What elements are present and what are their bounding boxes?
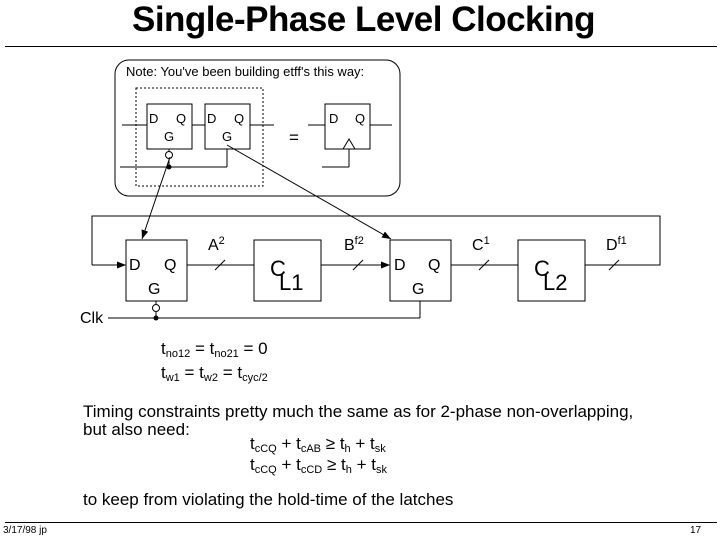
latch-2: D Q G [389, 239, 452, 302]
latch-1-g: G [148, 281, 160, 298]
note-equals: = [289, 128, 299, 147]
comb-block-2-sub: L2 [543, 270, 567, 295]
footer-date: 3/17/98 jp [3, 525, 47, 536]
note-dotted-group [135, 87, 264, 187]
note-clock-junction [166, 164, 172, 170]
hold-time-text: to keep from violating the hold-time of … [83, 490, 454, 509]
constraint-text-line-2: but also need: [83, 420, 190, 439]
note-latch-2: D Q G [204, 103, 251, 150]
latch-2-g: G [412, 281, 424, 298]
note-wires [120, 124, 274, 168]
equation-nonoverlap: tno12 = tno21 = 0 [161, 339, 268, 360]
latch-1: D Q G [125, 239, 188, 302]
pointer-arrow-latch-1 [141, 156, 171, 240]
note-box [114, 59, 401, 197]
signal-d-label: Df1 [606, 235, 627, 254]
timing-constraint-2: tcCQ + tcCD ≥ th + tsk [250, 455, 387, 476]
note-latch-1-d: D [149, 111, 158, 126]
comb-block-2: C L2 [517, 239, 586, 302]
signal-wires [91, 215, 661, 271]
note-text: Note: You've been building etff's this w… [126, 64, 364, 79]
latch-1-q: Q [164, 257, 176, 274]
note-flipflop [308, 103, 392, 168]
equation-pulse-width: tw1 = tw2 = tcyc/2 [161, 363, 268, 384]
title-divider [5, 46, 717, 47]
comb-block-1: C L1 [253, 239, 322, 302]
clk-label: Clk [80, 310, 104, 327]
note-latch-2-q: Q [234, 111, 244, 126]
latch-1-d: D [129, 257, 141, 274]
note-flipflop-q: Q [355, 111, 365, 126]
note-latch-2-g: G [222, 129, 232, 144]
latch-2-q: Q [428, 257, 440, 274]
signal-c-label: C1 [472, 235, 490, 254]
comb-block-2-c: C [534, 256, 550, 281]
signal-b-label: Bf2 [344, 235, 364, 254]
note-latch-1-q: Q [176, 111, 186, 126]
pointer-arrow-latch-2 [226, 144, 392, 240]
latch-2-d: D [394, 257, 406, 274]
comb-block-1-sub: L1 [279, 270, 303, 295]
clock-junction [153, 315, 159, 321]
note-latch-1: D Q G [146, 103, 193, 150]
clock-wires [108, 301, 421, 319]
note-flipflop-d: D [329, 111, 338, 126]
constraint-text-line-1: Timing constraints pretty much the same … [83, 402, 634, 421]
comb-block-1-c: C [270, 256, 286, 281]
timing-constraint-1: tcCQ + tcAB ≥ th + tsk [250, 434, 386, 455]
slide-title: Single-Phase Level Clocking [131, 0, 596, 39]
page-number: 17 [690, 525, 702, 536]
note-latch-1-g: G [164, 129, 174, 144]
footer-divider [5, 522, 717, 523]
signal-a-label: A2 [208, 235, 225, 254]
note-latch-2-d: D [207, 111, 216, 126]
